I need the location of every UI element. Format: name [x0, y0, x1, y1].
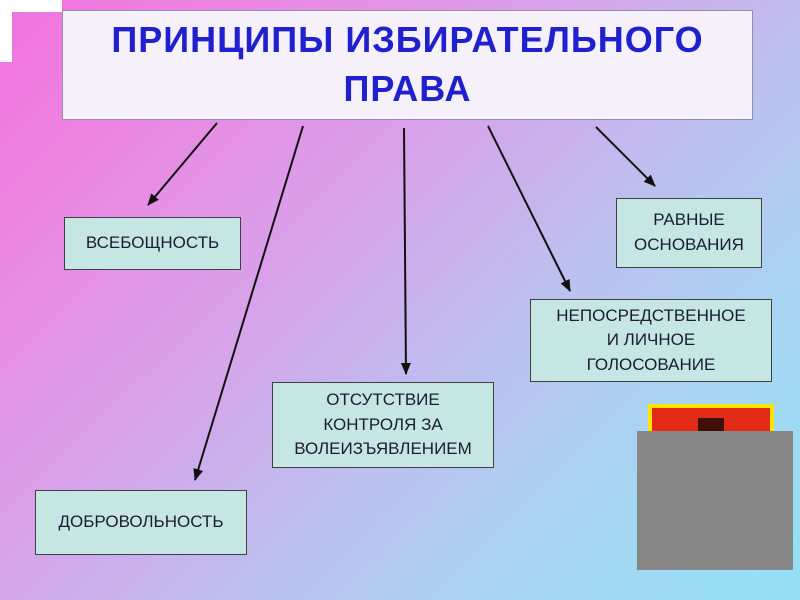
- node-equal-grounds: РАВНЫЕ ОСНОВАНИЯ: [616, 198, 762, 268]
- node-no-control-over-will-label: ОТСУТСТВИЕ КОНТРОЛЯ ЗА ВОЛЕИЗЪЯВЛЕНИЕМ: [294, 390, 472, 459]
- node-direct-personal-voting-label: НЕПОСРЕДСТВЕННОЕ И ЛИЧНОЕ ГОЛОСОВАНИЕ: [556, 305, 746, 374]
- node-voluntariness-label: ДОБРОВОЛЬНОСТЬ: [58, 512, 224, 532]
- arrow-to-direct-voting: [487, 125, 571, 292]
- picture-dark-fragment: [698, 418, 724, 434]
- node-no-control-over-will: ОТСУТСТВИЕ КОНТРОЛЯ ЗА ВОЛЕИЗЪЯВЛЕНИЕМ: [272, 382, 494, 468]
- title-box: ПРИНЦИПЫ ИЗБИРАТЕЛЬНОГО ПРАВА: [62, 10, 753, 120]
- node-universality-label: ВСЕБОЩНОСТЬ: [85, 233, 220, 253]
- corner-artifact-horizontal: [0, 0, 62, 12]
- arrow-to-universality: [147, 122, 218, 206]
- node-direct-personal-voting: НЕПОСРЕДСТВЕННОЕ И ЛИЧНОЕ ГОЛОСОВАНИЕ: [530, 299, 772, 382]
- arrow-to-no-control: [400, 127, 411, 375]
- arrow-to-equal-grounds: [595, 126, 656, 187]
- gray-overlay-rect: [637, 431, 793, 570]
- slide-title: ПРИНЦИПЫ ИЗБИРАТЕЛЬНОГО ПРАВА: [111, 19, 704, 109]
- node-universality: ВСЕБОЩНОСТЬ: [64, 217, 241, 270]
- node-voluntariness: ДОБРОВОЛЬНОСТЬ: [35, 490, 247, 555]
- corner-artifact-vertical: [0, 0, 12, 62]
- node-equal-grounds-label: РАВНЫЕ ОСНОВАНИЯ: [634, 210, 744, 254]
